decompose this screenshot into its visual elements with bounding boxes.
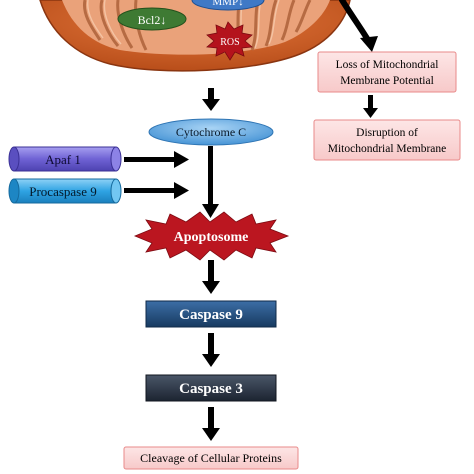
mmp-label: MMP↓ xyxy=(212,0,243,8)
disruption-line1: Disruption of xyxy=(356,127,418,139)
apaf1-label: Apaf 1 xyxy=(45,152,81,167)
arrow-mito-to-cytochrome xyxy=(202,88,220,111)
cytochrome-c-node: Cytochrome C xyxy=(148,118,274,146)
caspase3-node: Caspase 3 xyxy=(145,374,277,402)
arrow-caspase9-to-caspase3 xyxy=(202,333,220,367)
apoptosome-label: Apoptosome xyxy=(174,230,249,245)
cytochrome-c-label: Cytochrome C xyxy=(176,125,246,139)
arrow-cytochrome-to-apoptosome xyxy=(202,146,219,218)
apoptosome-node: Apoptosome xyxy=(133,211,290,261)
arrow-apoptosome-to-caspase9 xyxy=(202,260,220,294)
bcl2-label-group: Bcl2↓ xyxy=(117,7,187,31)
mmp-label-group: MMP↓ xyxy=(191,0,265,11)
apoptosome-burst xyxy=(133,211,290,261)
ros-burst xyxy=(206,21,253,61)
caspase9-node: Caspase 9 xyxy=(145,300,277,328)
ros-burst-group: ROS xyxy=(206,21,253,61)
disruption-line2: Mitochondrial Membrane xyxy=(328,143,446,155)
loss-potential-line2: Membrane Potential xyxy=(340,75,434,87)
arrow-loss-to-disruption xyxy=(363,95,378,118)
loss-potential-line1: Loss of Mitochondrial xyxy=(336,59,439,71)
mmp-oval xyxy=(191,0,265,11)
apaf1-node: Apaf 1 xyxy=(8,146,122,172)
caspase3-label: Caspase 3 xyxy=(179,381,243,397)
arrow-caspase3-to-cleavage xyxy=(202,407,220,441)
procaspase9-node: Procaspase 9 xyxy=(8,178,122,204)
ros-label: ROS xyxy=(220,37,239,48)
cristae xyxy=(82,0,312,53)
arrow-procaspase-to-pathway xyxy=(124,182,189,199)
procaspase9-label: Procaspase 9 xyxy=(29,184,97,199)
disruption-box: Disruption of Mitochondrial Membrane xyxy=(313,119,461,161)
arrow-apaf-to-pathway xyxy=(124,151,189,168)
cleavage-label: Cleavage of Cellular Proteins xyxy=(140,451,282,465)
cleavage-node: Cleavage of Cellular Proteins xyxy=(123,446,299,470)
bcl2-oval xyxy=(117,7,187,31)
caspase9-label: Caspase 9 xyxy=(179,307,243,323)
loss-potential-box: Loss of Mitochondrial Membrane Potential xyxy=(317,51,457,93)
bcl2-label: Bcl2↓ xyxy=(138,13,167,27)
mitochondrion xyxy=(39,0,351,72)
arrow-mito-to-loss xyxy=(339,0,378,52)
